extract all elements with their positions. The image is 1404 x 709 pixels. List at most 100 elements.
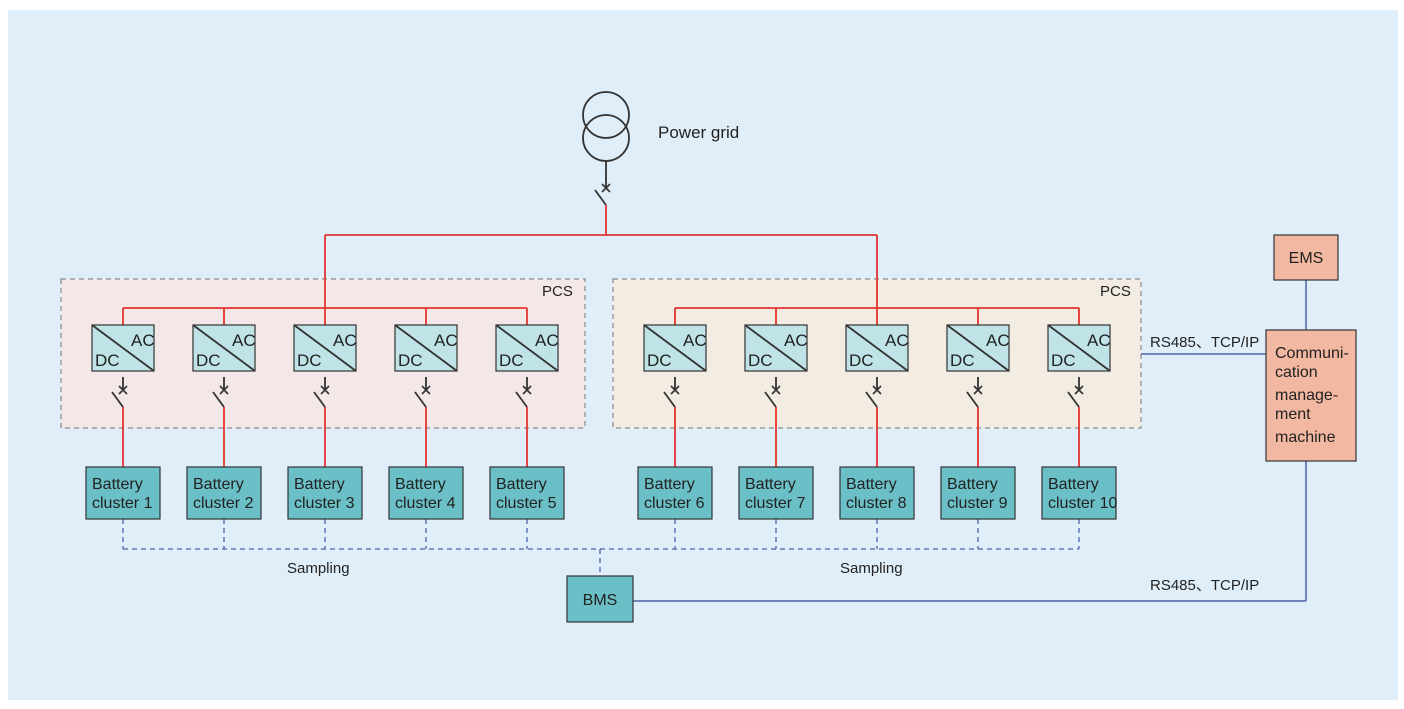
battery-cluster-line1: Battery [92,476,143,493]
battery-cluster-box [287,466,363,520]
pcs-label-right: PCS [1100,283,1131,300]
breaker-x-mark [118,385,128,395]
converter-unit: AC DC [946,324,1010,372]
protocol-label-bms: RS485、TCP/IP [1150,577,1259,594]
ems-box [1273,234,1339,281]
battery-cluster-2: Battery cluster 2 [186,466,262,520]
breaker-blade [966,391,979,408]
battery-cluster-line2: cluster 4 [395,495,456,512]
power-grid-label: Power grid [658,123,739,142]
breaker-x-mark [601,183,611,193]
cluster-breaker-1 [111,377,128,408]
converter-dc-label: DC [849,351,874,370]
converter-dc-label: DC [95,351,120,370]
converter-diagonal [1047,324,1111,372]
battery-cluster-line2: cluster 10 [1048,495,1117,512]
comm-line-5: machine [1275,429,1336,446]
battery-cluster-line1: Battery [193,476,244,493]
comm-line-3: manage- [1275,387,1338,404]
bms-box [566,575,634,623]
converter-diagonal [394,324,458,372]
battery-cluster-line2: cluster 5 [496,495,557,512]
battery-cluster-line1: Battery [745,476,796,493]
converter-diagonal [192,324,256,372]
cluster-breaker-8 [865,377,882,408]
battery-cluster-line1: Battery [846,476,897,493]
converter-diagonal [293,324,357,372]
battery-cluster-line2: cluster 2 [193,495,254,512]
battery-cluster-10: Battery cluster 10 [1041,466,1117,520]
battery-cluster-line1: Battery [1048,476,1099,493]
breaker-blade [865,391,878,408]
cluster-breaker-3 [313,377,330,408]
cluster-breaker-9 [966,377,983,408]
converter-ac-label: AC [683,331,707,350]
battery-cluster-box [85,466,161,520]
power-lines [122,205,1080,467]
battery-cluster-box [839,466,915,520]
protocol-label-pcs: RS485、TCP/IP [1150,334,1259,351]
breaker-x-mark [522,385,532,395]
converter-ac-label: AC [986,331,1010,350]
converter-ac-label: AC [131,331,155,350]
sampling-label-right: Sampling [840,560,903,577]
converter-dc-label: DC [196,351,221,370]
battery-cluster-box [388,466,464,520]
battery-cluster-box [489,466,565,520]
battery-cluster-line2: cluster 6 [644,495,705,512]
converter-ac-label: AC [885,331,909,350]
battery-cluster-6: Battery cluster 6 [637,466,713,520]
cluster-breaker-6 [663,377,680,408]
breakers [111,377,1084,408]
cluster-breaker-2 [212,377,229,408]
battery-cluster-box [186,466,262,520]
breaker-blade [313,391,326,408]
converter-dc-label: DC [499,351,524,370]
sampling-label-left: Sampling [287,560,350,577]
bms-label: BMS [583,592,618,609]
converter-unit: AC DC [845,324,909,372]
breaker-x-mark [421,385,431,395]
converter-diagonal [946,324,1010,372]
battery-cluster-box [738,466,814,520]
breaker-blade [1067,391,1080,408]
cluster-breaker-7 [764,377,781,408]
converter-ac-label: AC [784,331,808,350]
breaker-x-mark [219,385,229,395]
battery-cluster-box [637,466,713,520]
converter-diagonal [845,324,909,372]
communication-management-machine [1265,329,1357,462]
breaker-blade [594,189,607,206]
breaker-x-mark [973,385,983,395]
battery-cluster-line1: Battery [294,476,345,493]
breaker-x-mark [872,385,882,395]
converter-unit: AC DC [91,324,155,372]
battery-cluster-line1: Battery [644,476,695,493]
cluster-breaker-4 [414,377,431,408]
converter-dc-label: DC [950,351,975,370]
breaker-blade [212,391,225,408]
grid-breaker-icon [594,161,611,206]
converter-diagonal [643,324,707,372]
converter-diagonal [744,324,808,372]
comm-line-2: cation [1275,364,1318,381]
battery-cluster-line2: cluster 9 [947,495,1008,512]
converter-diagonal [495,324,559,372]
converter-dc-label: DC [297,351,322,370]
battery-cluster-box [940,466,1016,520]
breaker-x-mark [1074,385,1084,395]
